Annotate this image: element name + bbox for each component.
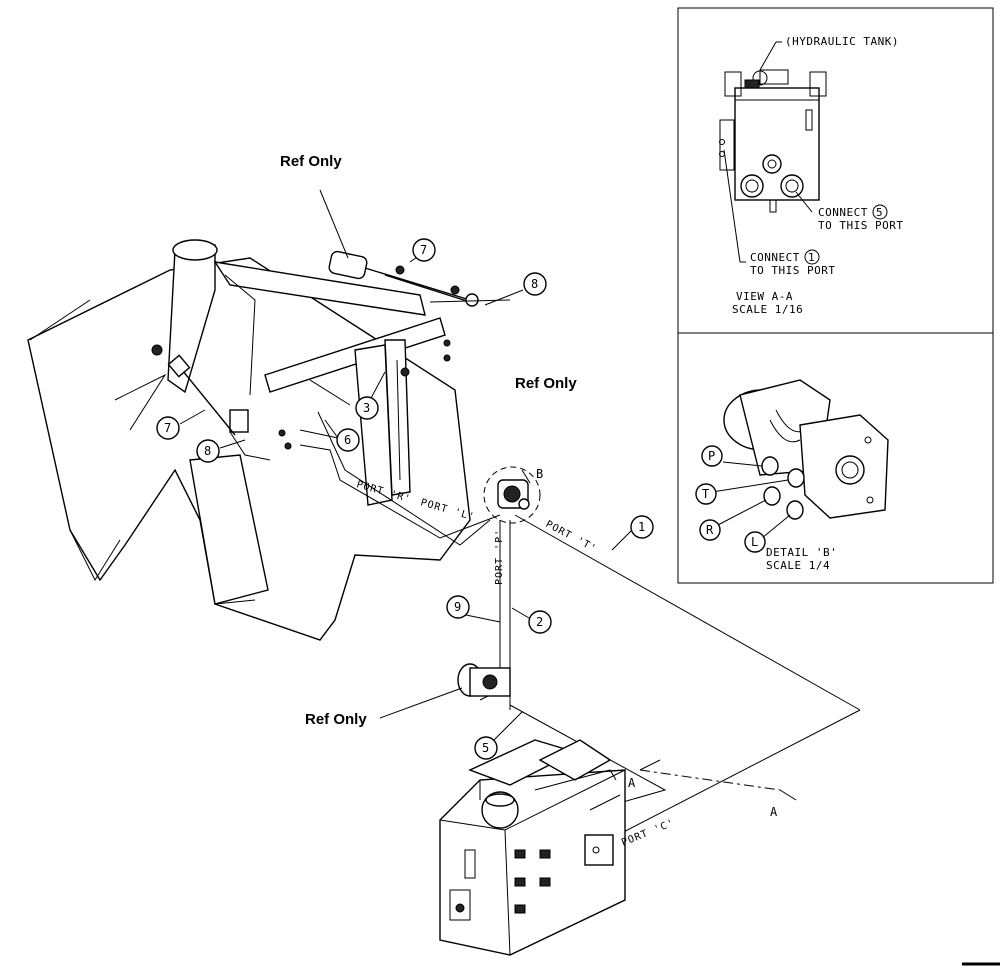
view-a-scale: SCALE 1/16 [732, 303, 803, 316]
detail-b-scale: SCALE 1/4 [766, 559, 830, 572]
connect-1-label: CONNECT [750, 251, 800, 264]
ref-only-label-left: Ref Only [305, 711, 367, 728]
callout-6: 6 [336, 428, 360, 452]
svg-text:1: 1 [638, 520, 645, 534]
callout-9: 9 [446, 595, 501, 623]
svg-text:7: 7 [164, 421, 171, 435]
callout-7-top: 7 [412, 238, 436, 262]
detail-b-panel: P T R L DETAIL 'B' SCALE 1/4 [677, 332, 994, 584]
connect-1-line2: TO THIS PORT [750, 264, 835, 277]
connect-1-circle [804, 249, 820, 265]
view-a-a-panel: (HYDRAULIC TANK) CONNECT 5 TO THIS PORT … [677, 7, 994, 334]
port-c-label: PORT 'C' [620, 818, 676, 849]
svg-text:8: 8 [204, 444, 211, 458]
callout-2: 2 [511, 607, 552, 634]
svg-text:6: 6 [344, 433, 351, 447]
ref-only-label-top: Ref Only [280, 153, 342, 170]
connect-5-line2: TO THIS PORT [818, 219, 903, 232]
callout-8-top: 8 [523, 272, 547, 296]
connect-5-label: CONNECT [818, 206, 868, 219]
hydraulic-pump [379, 663, 511, 719]
port-t-label: PORT 'T' [544, 519, 599, 555]
svg-text:5: 5 [482, 741, 489, 755]
detail-b-title: DETAIL 'B' [766, 546, 837, 559]
callout-5: 5 [474, 711, 523, 760]
fender-frame-assembly [27, 189, 524, 641]
hydraulic-tank [439, 739, 626, 956]
detail-b-p: P [708, 449, 715, 463]
detail-b-l: L [751, 535, 758, 549]
port-p-label: PORT 'P' [494, 529, 505, 585]
svg-text:3: 3 [363, 401, 370, 415]
connect-5-number: 5 [876, 206, 883, 219]
svg-text:2: 2 [536, 615, 543, 629]
connect-1-number: 1 [808, 251, 815, 264]
callout-7-left: 7 [156, 416, 180, 440]
steering-valve [483, 466, 541, 524]
hydraulic-tank-label: (HYDRAULIC TANK) [785, 35, 899, 48]
section-mark-a-bottom: A [770, 805, 778, 819]
svg-text:9: 9 [454, 600, 461, 614]
detail-b-t: T [702, 487, 709, 501]
section-mark-a-top: A [628, 776, 636, 790]
detail-b-r: R [706, 523, 714, 537]
svg-text:7: 7 [420, 243, 427, 257]
callout-3: 3 [355, 396, 379, 420]
connect-5-circle [872, 204, 888, 220]
callout-8-left: 8 [196, 439, 220, 463]
ref-only-label-mid: Ref Only [515, 375, 577, 392]
svg-text:8: 8 [531, 277, 538, 291]
callout-1: 1 [611, 515, 654, 551]
section-mark-b: B [536, 467, 543, 481]
view-a-title: VIEW A-A [736, 290, 793, 303]
